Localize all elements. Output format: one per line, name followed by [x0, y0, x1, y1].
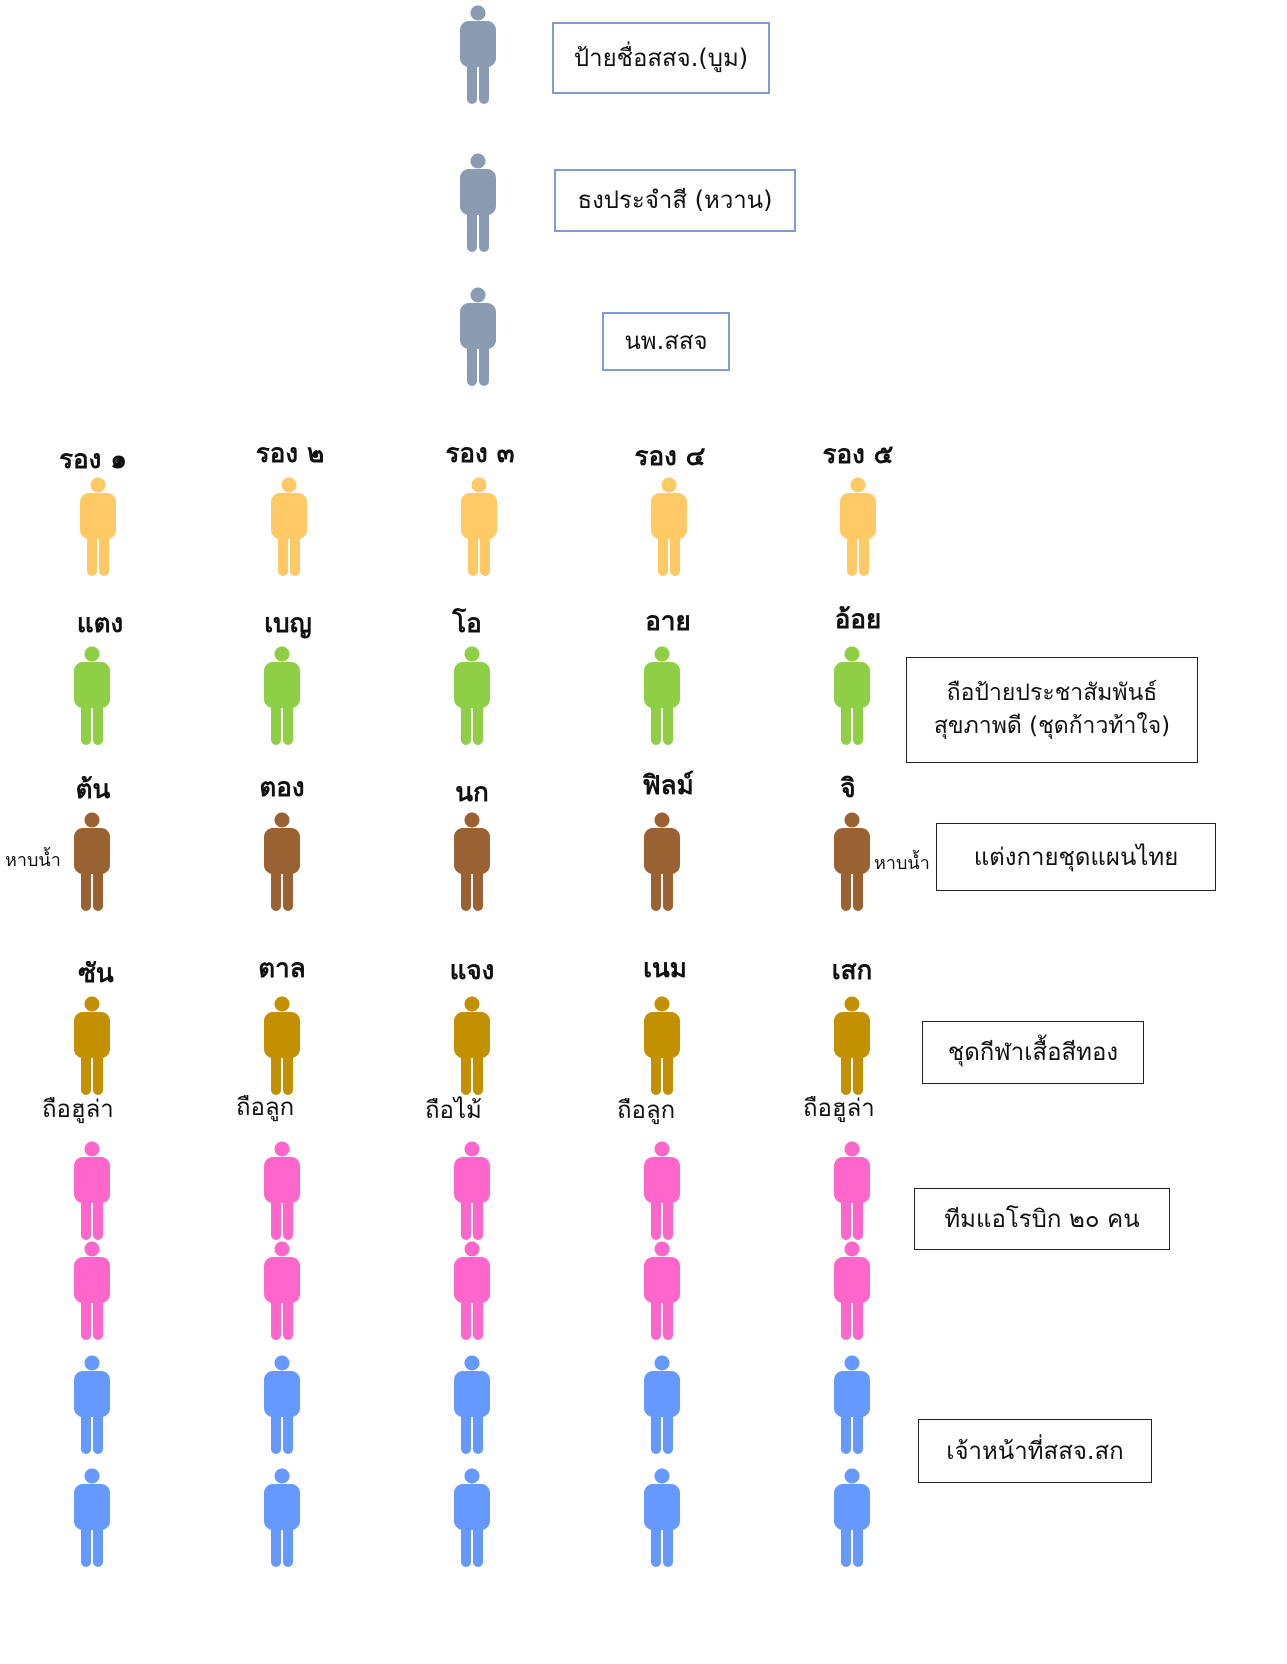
person-icon: [460, 287, 496, 387]
water-carrier-note: หาบน้ำ: [5, 850, 61, 871]
person-icon: [651, 477, 687, 577]
person-icon: [644, 996, 680, 1096]
health-name-label: แตง: [76, 609, 124, 639]
deputy-label: รอง ๓: [445, 439, 515, 469]
person-icon: [80, 477, 116, 577]
thai-name-label: ฟิลม์: [642, 771, 694, 801]
person-icon: [264, 1355, 300, 1455]
person-icon: [74, 646, 110, 746]
sport-name-label: เนม: [643, 954, 687, 984]
person-icon: [644, 1241, 680, 1341]
person-icon: [644, 1141, 680, 1241]
person-icon: [644, 812, 680, 912]
thai-costume-box: แต่งกายชุดแผนไทย: [936, 823, 1216, 891]
sport-item-note: ถือไม้: [425, 1096, 482, 1124]
person-icon: [840, 477, 876, 577]
sport-name-label: แจง: [449, 956, 495, 986]
person-icon: [264, 1241, 300, 1341]
person-icon: [74, 1241, 110, 1341]
person-icon: [644, 646, 680, 746]
person-icon: [834, 812, 870, 912]
person-icon: [460, 153, 496, 253]
water-carrier-note: หาบน้ำ: [874, 853, 930, 874]
doctor-box: นพ.สสจ: [602, 312, 730, 371]
flag-bearer-label: ธงประจำสี (หวาน): [577, 186, 773, 215]
health-name-label: โอ: [452, 609, 482, 639]
person-icon: [264, 1468, 300, 1568]
person-icon: [460, 5, 496, 105]
deputy-label: รอง ๒: [255, 439, 325, 469]
person-icon: [74, 996, 110, 1096]
sport-name-label: ซัน: [78, 959, 114, 989]
person-icon: [454, 1468, 490, 1568]
person-icon: [454, 646, 490, 746]
health-name-label: อ้อย: [834, 605, 882, 635]
person-icon: [74, 1355, 110, 1455]
sport-item-note: ถือฮูล่า: [42, 1095, 114, 1123]
person-icon: [74, 1468, 110, 1568]
sport-item-note: ถือฮูล่า: [803, 1094, 875, 1122]
sport-uniform-label: ชุดกีฬาเสื้อสีทอง: [947, 1038, 1119, 1067]
person-icon: [454, 1241, 490, 1341]
health-sign-label: ถือป้ายประชาสัมพันธ์สุขภาพดี (ชุดก้าวท้า…: [933, 679, 1171, 739]
person-icon: [74, 1141, 110, 1241]
sport-uniform-box: ชุดกีฬาเสื้อสีทอง: [922, 1021, 1144, 1084]
person-icon: [264, 812, 300, 912]
person-icon: [834, 1468, 870, 1568]
doctor-label: นพ.สสจ: [624, 327, 708, 356]
aerobic-team-label: ทีมแอโรบิก ๒๐ คน: [944, 1204, 1140, 1233]
thai-costume-label: แต่งกายชุดแผนไทย: [973, 842, 1179, 871]
health-sign-box: ถือป้ายประชาสัมพันธ์สุขภาพดี (ชุดก้าวท้า…: [906, 657, 1198, 763]
person-icon: [271, 477, 307, 577]
thai-name-label: จิ: [840, 774, 856, 804]
sign-bearer-box: ป้ายชื่อสสจ.(บูม): [552, 22, 770, 94]
staff-box: เจ้าหน้าที่สสจ.สก: [918, 1419, 1152, 1483]
person-icon: [834, 1241, 870, 1341]
person-icon: [454, 1355, 490, 1455]
person-icon: [834, 996, 870, 1096]
person-icon: [454, 1141, 490, 1241]
thai-name-label: ต้น: [75, 775, 111, 805]
person-icon: [834, 1355, 870, 1455]
aerobic-team-box: ทีมแอโรบิก ๒๐ คน: [914, 1188, 1170, 1250]
deputy-label: รอง ๑: [59, 445, 127, 475]
person-icon: [264, 996, 300, 1096]
sign-bearer-label: ป้ายชื่อสสจ.(บูม): [573, 43, 749, 72]
person-icon: [264, 646, 300, 746]
sport-name-label: เสก: [831, 956, 873, 986]
person-icon: [834, 1141, 870, 1241]
staff-label: เจ้าหน้าที่สสจ.สก: [946, 1436, 1124, 1465]
person-icon: [834, 646, 870, 746]
person-icon: [264, 1141, 300, 1241]
sport-item-note: ถือลูก: [236, 1093, 295, 1121]
person-icon: [454, 996, 490, 1096]
sport-name-label: ตาล: [258, 954, 306, 984]
person-icon: [644, 1355, 680, 1455]
thai-name-label: นก: [455, 778, 489, 808]
deputy-label: รอง ๔: [634, 442, 706, 472]
health-name-label: เบญ: [264, 609, 312, 639]
sport-item-note: ถือลูก: [617, 1096, 676, 1124]
person-icon: [461, 477, 497, 577]
person-icon: [74, 812, 110, 912]
thai-name-label: ตอง: [259, 773, 305, 803]
deputy-label: รอง ๕: [822, 440, 894, 470]
person-icon: [454, 812, 490, 912]
health-name-label: อาย: [645, 607, 691, 637]
flag-bearer-box: ธงประจำสี (หวาน): [554, 169, 796, 232]
person-icon: [644, 1468, 680, 1568]
